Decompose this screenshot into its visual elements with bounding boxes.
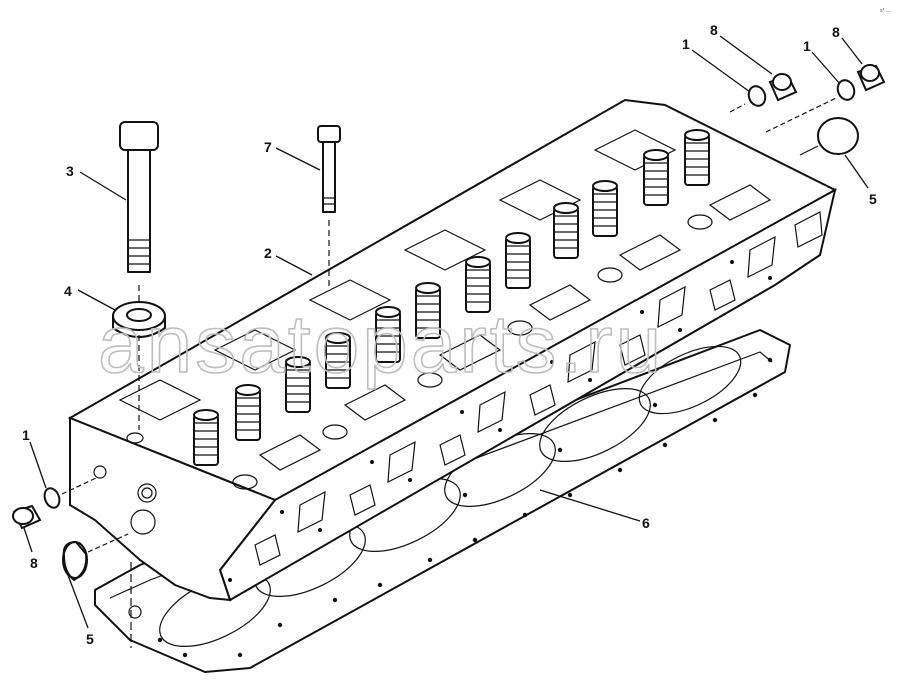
callout-1-top-left: 1 [682,36,690,52]
callout-8-top-left: 8 [710,22,718,38]
callout-2: 2 [264,245,272,261]
watermark-text: ansatoparts.ru [98,299,664,390]
head-bolt-large [119,121,159,430]
callout-8-left: 8 [30,555,38,571]
expansion-plug-right [799,117,859,156]
valve-spring [235,384,261,441]
seal-ring-plug-top-left [729,73,798,113]
valve-spring [285,356,311,413]
callout-1-left: 1 [22,427,30,443]
head-bolt-small [317,125,341,288]
callout-1-top-right: 1 [803,38,811,54]
valve-spring [553,202,579,259]
valve-spring [465,256,491,313]
seal-ring-left [43,477,97,509]
corner-code: s* .... [880,8,891,14]
valve-spring [592,180,618,237]
callout-4: 4 [64,283,72,299]
valve-spring [193,409,219,466]
valve-spring [684,129,710,186]
callout-7: 7 [264,139,272,155]
valve-spring [505,232,531,289]
plug-left [12,504,42,530]
valve-spring [415,282,441,339]
expansion-plug-left [62,533,129,582]
valve-springs [193,129,710,466]
valve-spring [643,149,669,206]
leader-lines [23,35,869,629]
callout-5-right: 5 [869,191,877,207]
seal-ring-plug-top-right [765,64,886,133]
callout-5-left: 5 [86,631,94,647]
washer [112,301,166,338]
valve-spring [375,306,401,363]
callout-3: 3 [66,163,74,179]
callout-8-top-right: 8 [832,24,840,40]
callout-labels: 1 8 1 8 5 3 7 2 4 1 8 5 6 [22,22,877,647]
valve-spring [325,332,351,389]
callout-6: 6 [642,515,650,531]
